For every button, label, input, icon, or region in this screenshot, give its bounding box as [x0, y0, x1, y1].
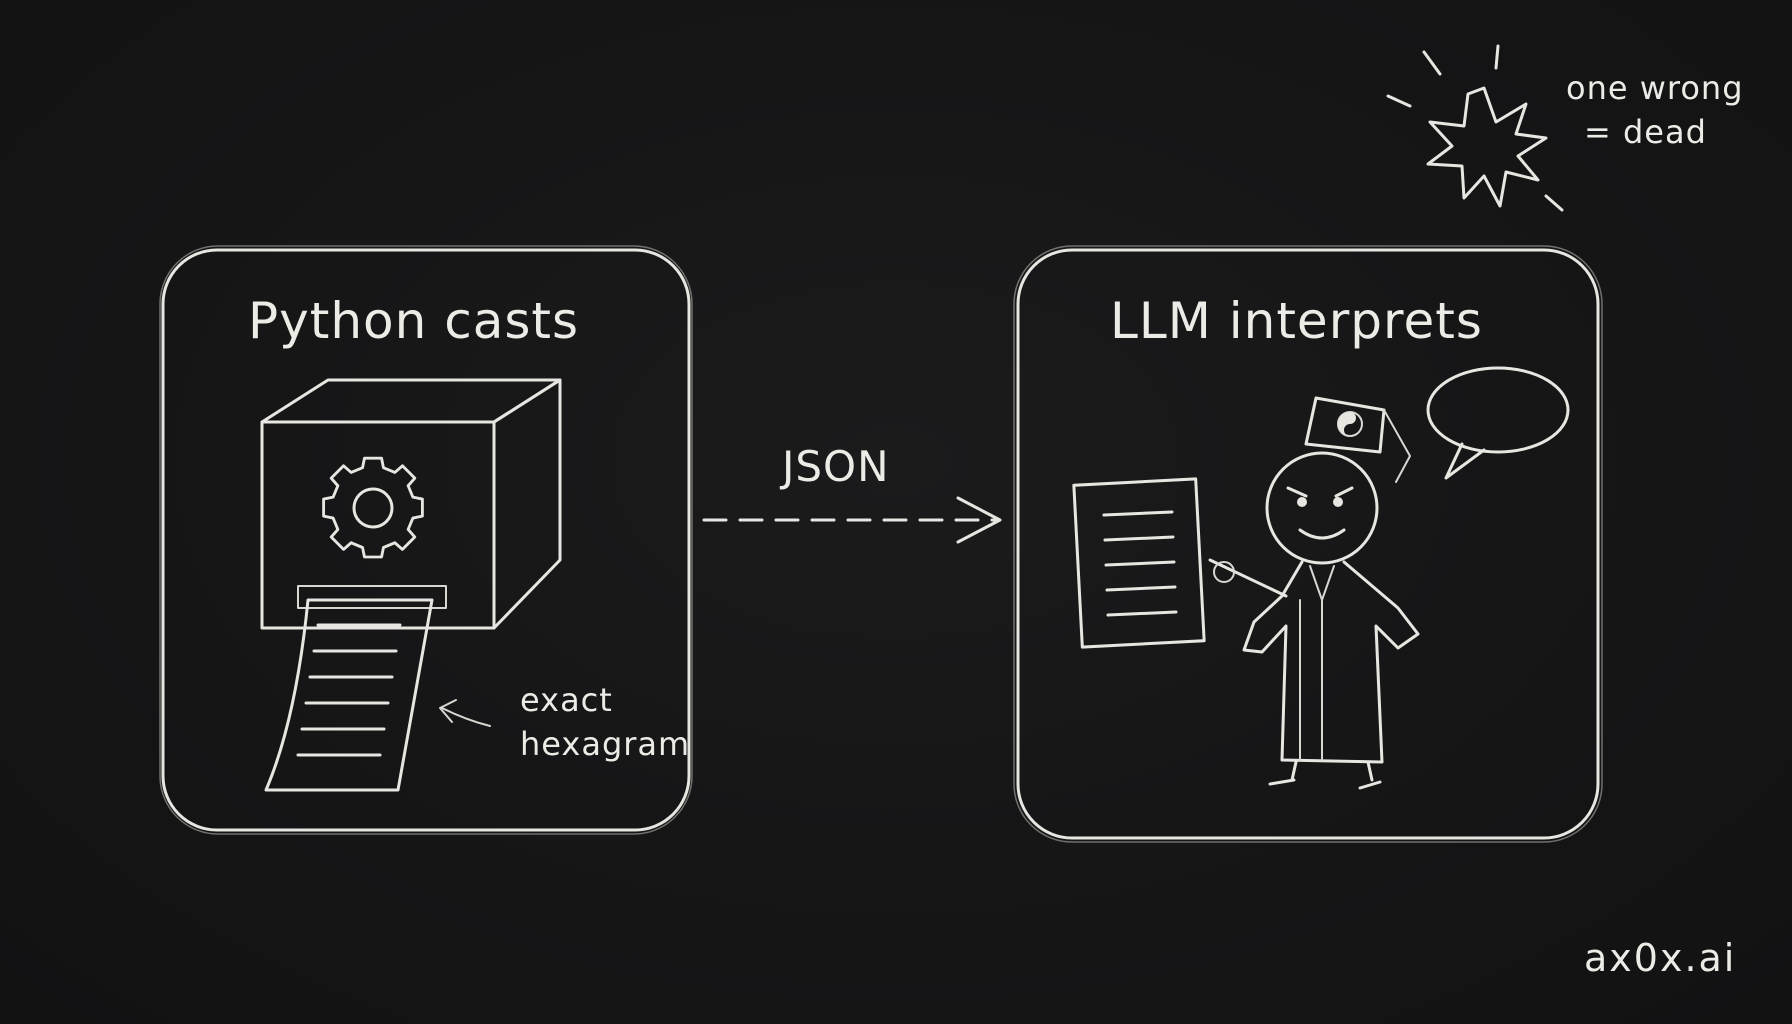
right-panel-frame [1013, 245, 1603, 843]
watermark: ax0x.ai [1584, 936, 1737, 980]
warning-line-1: one wrong [1566, 69, 1744, 107]
note-pointer-arrow [439, 699, 491, 727]
left-panel-frame [159, 245, 693, 835]
explosion-burst-icon [1386, 44, 1564, 212]
note-line-hexagram: hexagram [520, 725, 691, 763]
machine-box-icon [260, 378, 562, 630]
warning-note: one wrong = dead [1566, 66, 1744, 154]
json-arrow-label: JSON [782, 442, 890, 491]
speech-bubble-icon [1426, 366, 1570, 480]
note-line-exact: exact [520, 681, 613, 719]
right-panel-title: LLM interprets [1110, 292, 1483, 350]
json-arrow [702, 496, 1002, 544]
warning-line-2: = dead [1584, 113, 1707, 151]
stick-figure-priest-icon [1208, 396, 1420, 790]
document-icon [1072, 477, 1206, 649]
exact-hexagram-note: exact hexagram [520, 678, 690, 766]
left-panel-title: Python casts [248, 292, 580, 350]
yin-yang-icon [1337, 411, 1363, 437]
gear-icon [322, 456, 424, 559]
paper-printout-icon [264, 598, 434, 792]
